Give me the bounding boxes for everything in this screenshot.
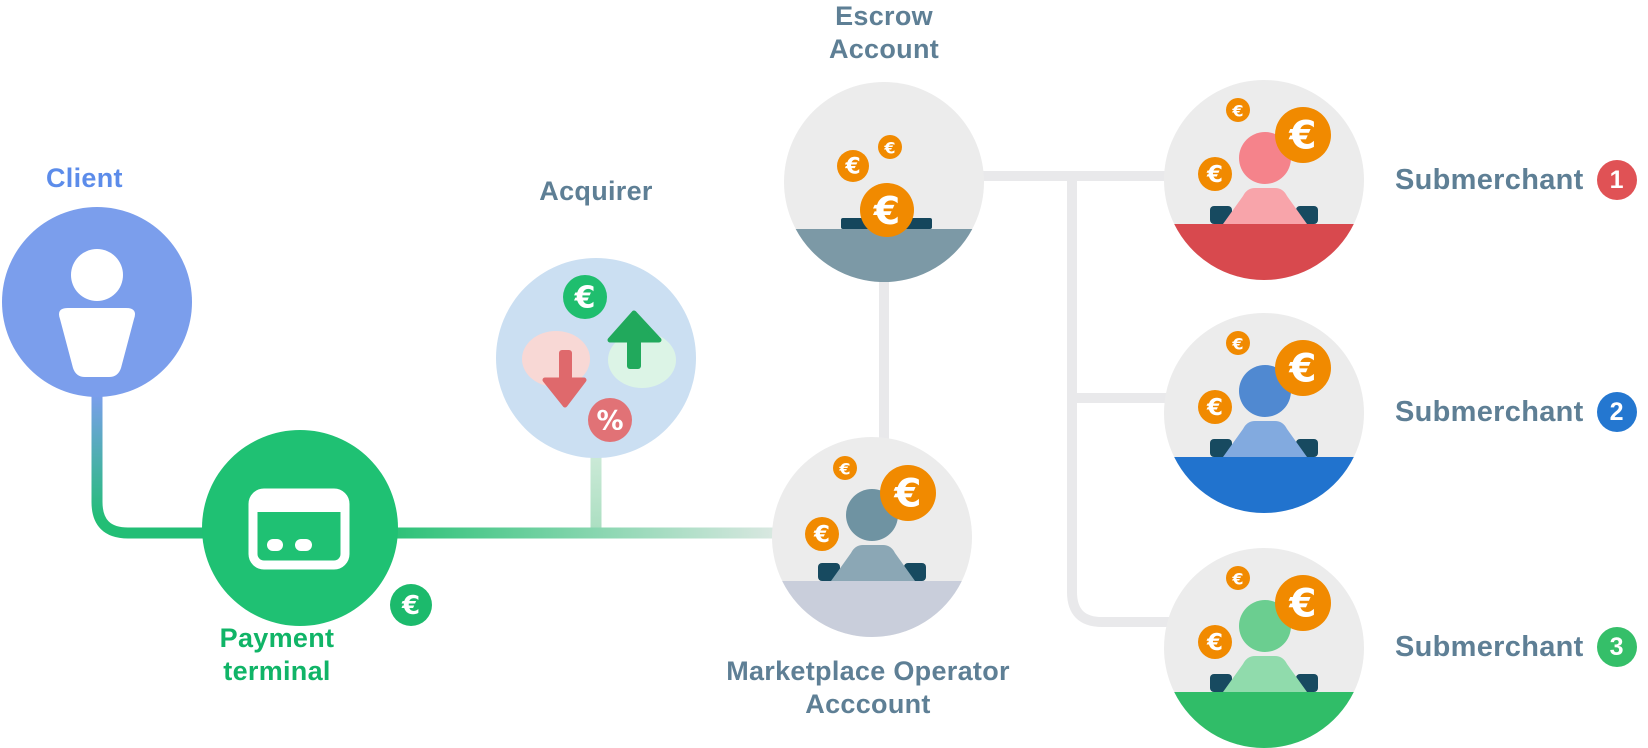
svg-text:€: € [873,189,900,233]
svg-text:€: € [1231,335,1243,354]
submerchant-1-badge: 1 [1596,160,1637,200]
submerchant-1-label: Submerchant [1395,163,1584,196]
payment-terminal-label: Payment terminal [157,622,397,688]
client-terminal-line [91,391,240,539]
svg-text:€: € [1231,102,1243,121]
svg-text:€: € [883,139,895,158]
up-arrow-icon [607,310,662,369]
euro-coin-icon: € [860,183,914,237]
euro-coin-icon: € [1226,566,1250,590]
svg-text:€: € [813,522,830,548]
marketplace-operator-label: Marketplace Operator Acccount [688,655,1048,721]
svg-text:€: € [1288,582,1316,627]
submerchant-1-node: € € € [1164,80,1364,280]
euro-coin-icon: € [1198,390,1232,424]
submerchant-3-label: Submerchant [1395,630,1584,663]
escrow-account-label: Escrow Account [772,0,996,66]
euro-coin-icon: € [833,456,857,480]
euro-coin-icon: € [1275,340,1331,396]
euro-coin-icon: € [878,135,902,159]
submerchant-2-badge: 2 [1596,392,1637,432]
submerchant-3-node: € € € [1164,548,1364,748]
coin-deposit-icon: € € € [837,135,932,237]
submerchant-1-row: Submerchant 1 [1395,158,1637,202]
svg-text:€: € [401,591,420,621]
euro-coin-icon: € [1226,331,1250,355]
client-label: Client [46,163,123,193]
svg-text:€: € [1206,630,1223,656]
acquirer-label: Acquirer [539,176,653,206]
svg-text:€: € [1231,570,1243,589]
currency-exchange-icon: € % [522,275,676,442]
client-node [2,207,192,397]
svg-text:%: % [596,406,623,437]
svg-text:€: € [574,281,596,316]
payment-terminal-label-line2: terminal [223,656,331,686]
payment-terminal-node: € [202,430,432,626]
submerchant-2-label: Submerchant [1395,395,1584,428]
person-icon [59,249,135,377]
euro-coin-icon: € [837,150,869,182]
merchant-desk-icon: € € € [805,456,936,581]
acquirer-node: € % [496,258,696,458]
euro-badge-icon: € [390,584,432,626]
euro-coin-icon: € [1198,157,1232,191]
svg-text:€: € [1288,114,1316,159]
merchant-desk-icon: € € € [1198,566,1331,692]
euro-coin-icon: € [563,275,607,319]
merchant-desk-icon: € € € [1198,98,1331,224]
svg-text:€: € [893,472,921,517]
submerchant-3-badge: 3 [1596,627,1637,667]
svg-text:€: € [1288,347,1316,392]
payment-terminal-label-line1: Payment [219,623,335,653]
submerchant-2-node: € € € [1164,313,1364,513]
escrow-bottom [795,229,973,282]
euro-coin-icon: € [880,465,936,521]
escrow-label-line2: Account [828,34,940,64]
submerchant-trunk-line [1067,176,1172,627]
svg-text:€: € [1206,162,1223,188]
submerchant-3-row: Submerchant 3 [1395,625,1637,669]
euro-coin-icon: € [1198,625,1232,659]
svg-text:€: € [838,460,850,479]
down-arrow-icon [542,350,587,408]
euro-coin-icon: € [1275,575,1331,631]
euro-coin-icon: € [805,517,839,551]
marketplace-label-line2: Acccount [805,689,931,719]
svg-text:€: € [1206,395,1223,421]
escrow-label-line1: Escrow [835,1,933,31]
svg-text:€: € [844,155,860,180]
euro-coin-icon: € [1275,107,1331,163]
credit-card-icon [248,488,350,570]
escrow-account-node: € € € [784,82,984,282]
submerchant-2-row: Submerchant 2 [1395,390,1637,434]
euro-coin-icon: € [1226,98,1250,122]
merchant-desk-icon: € € € [1198,331,1331,457]
marketplace-label-line1: Marketplace Operator [726,656,1010,686]
percent-icon: % [588,398,632,442]
marketplace-operator-node: € € € [772,437,972,637]
